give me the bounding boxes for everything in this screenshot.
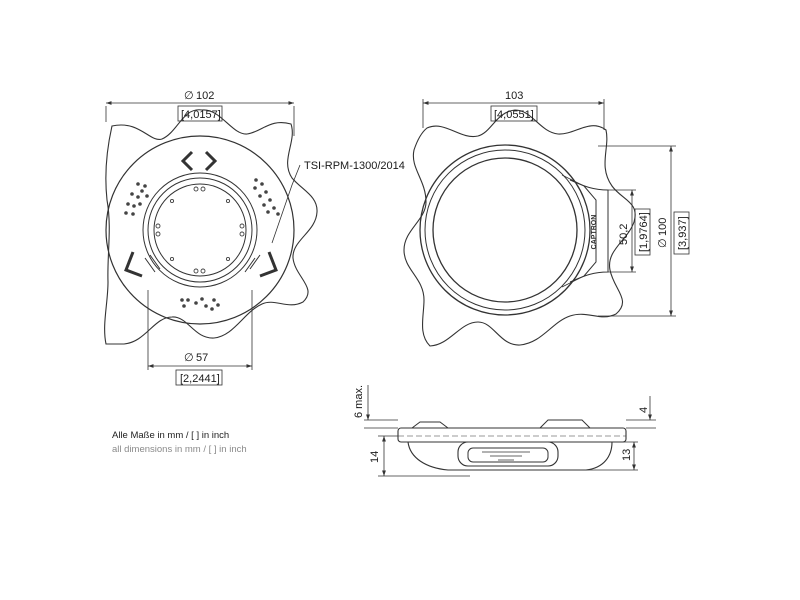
bracket-left-icon — [124, 251, 143, 278]
notch-right — [244, 254, 261, 273]
section-hatch — [482, 451, 530, 461]
diameter-symbol-bottom: ∅ — [184, 352, 194, 364]
part-number-label: TSI-RPM-1300/2014 — [304, 160, 405, 172]
label-outer-diameter-in: [3,937] — [677, 216, 689, 250]
side-inner-ring — [432, 157, 578, 303]
braille-group-right — [253, 178, 280, 216]
label-height-1: 50,2 — [618, 224, 630, 245]
label-max-height: 6 max. — [353, 385, 365, 418]
braille-group-left — [124, 182, 149, 216]
side-view — [403, 109, 636, 347]
label-thickness-3: 13 — [621, 449, 633, 461]
label-bottom-diameter-in: [2,2441] — [180, 373, 220, 385]
braille-dots — [124, 178, 280, 311]
inner-bore — [153, 183, 247, 277]
dim-width — [422, 99, 605, 130]
dim-section — [364, 385, 656, 477]
section-top-plate — [397, 427, 627, 443]
label-height-1-in: [1,9764] — [638, 212, 650, 252]
section-raised-right — [539, 419, 591, 429]
braille-group-bottom — [180, 297, 220, 311]
dim-bottom-diameter — [147, 290, 253, 386]
diameter-symbol-top: ∅ — [184, 90, 194, 102]
label-outer-diameter: 100 — [657, 218, 669, 236]
dim-outer-diameter — [598, 145, 690, 317]
middle-ring — [142, 172, 258, 288]
label-thickness-2: 14 — [369, 451, 381, 463]
outer-ring — [105, 135, 295, 325]
top-view — [104, 109, 318, 345]
section-core — [457, 441, 559, 467]
part-number-leader — [271, 164, 301, 244]
chevron-right-icon — [204, 150, 218, 172]
bracket-right-icon — [259, 251, 278, 278]
label-bottom-diameter: 57 — [196, 352, 208, 364]
chevron-left-icon — [180, 150, 194, 172]
section-view — [397, 419, 627, 471]
dim-top-diameter — [105, 101, 295, 136]
label-thickness-1: 4 — [638, 407, 650, 413]
label-top-diameter: 102 — [196, 90, 214, 102]
side-flange-inner — [583, 185, 597, 277]
side-outer-ring-2 — [424, 149, 586, 311]
side-view-outline — [403, 109, 636, 347]
label-width-in: [4,0551] — [494, 109, 534, 121]
box-height-1-in — [634, 208, 651, 256]
box-top-diameter-in — [177, 105, 223, 122]
dim-height-1 — [608, 189, 651, 273]
box-bottom-diameter-in — [175, 369, 223, 386]
section-raised-left — [411, 421, 449, 429]
section-body — [407, 441, 613, 471]
top-view-outline — [104, 109, 318, 345]
box-width-in — [490, 105, 538, 122]
notch-left — [144, 254, 161, 273]
units-note-german: Alle Maße in mm / [ ] in inch — [112, 430, 230, 441]
side-flange-lines — [561, 174, 585, 288]
diameter-symbol-side: ∅ — [657, 238, 669, 248]
label-top-diameter-in: [4,0157] — [181, 109, 221, 121]
brand-label: CAPTRON — [591, 215, 598, 250]
inner-hole-dots — [155, 186, 245, 274]
section-core-inner — [467, 447, 549, 463]
inner-ring — [147, 177, 253, 283]
side-outer-ring — [419, 144, 591, 316]
units-note-english: all dimensions in mm / [ ] in inch — [112, 444, 247, 455]
box-outer-diameter-in — [673, 211, 690, 255]
label-width: 103 — [505, 90, 523, 102]
